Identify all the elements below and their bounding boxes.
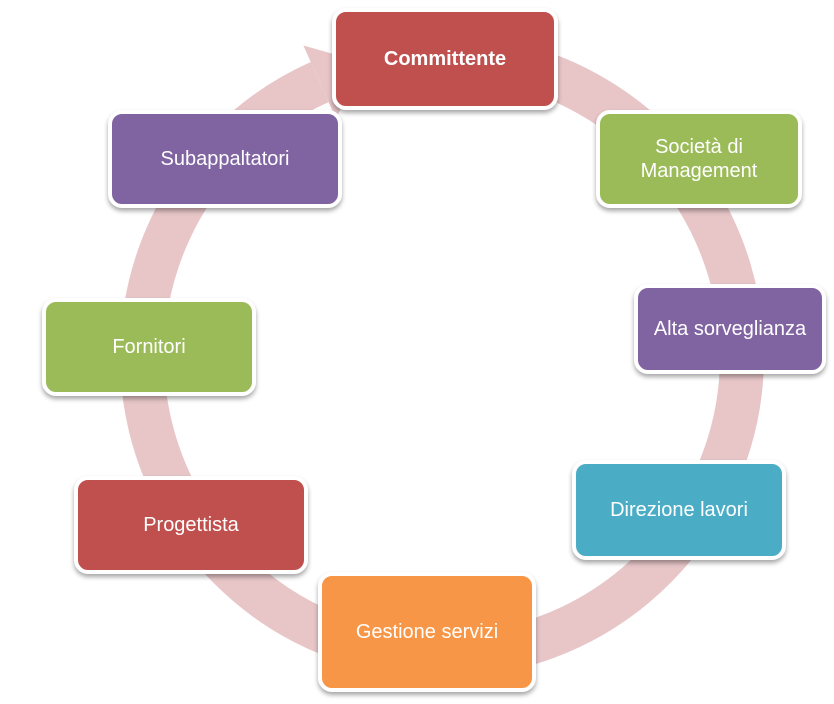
node-label: Società di Management: [640, 136, 758, 182]
node-label: Fornitori: [112, 336, 186, 358]
node-label: Gestione servizi: [355, 621, 499, 643]
node-label: Alta sorveglianza: [653, 318, 807, 340]
node-label: Progettista: [143, 514, 239, 536]
node-alta-sorveglianza: Alta sorveglianza: [634, 284, 826, 374]
node-societa-di-management: Società di Management: [596, 110, 802, 208]
node-committente: Committente: [332, 8, 558, 110]
node-direzione-lavori: Direzione lavori: [572, 460, 786, 560]
node-fornitori: Fornitori: [42, 298, 256, 396]
node-gestione-servizi: Gestione servizi: [318, 572, 536, 692]
node-label: Subappaltatori: [160, 148, 290, 170]
node-progettista: Progettista: [74, 476, 308, 574]
node-subappaltatori: Subappaltatori: [108, 110, 342, 208]
node-label: Committente: [383, 48, 507, 70]
node-label: Direzione lavori: [610, 499, 748, 521]
